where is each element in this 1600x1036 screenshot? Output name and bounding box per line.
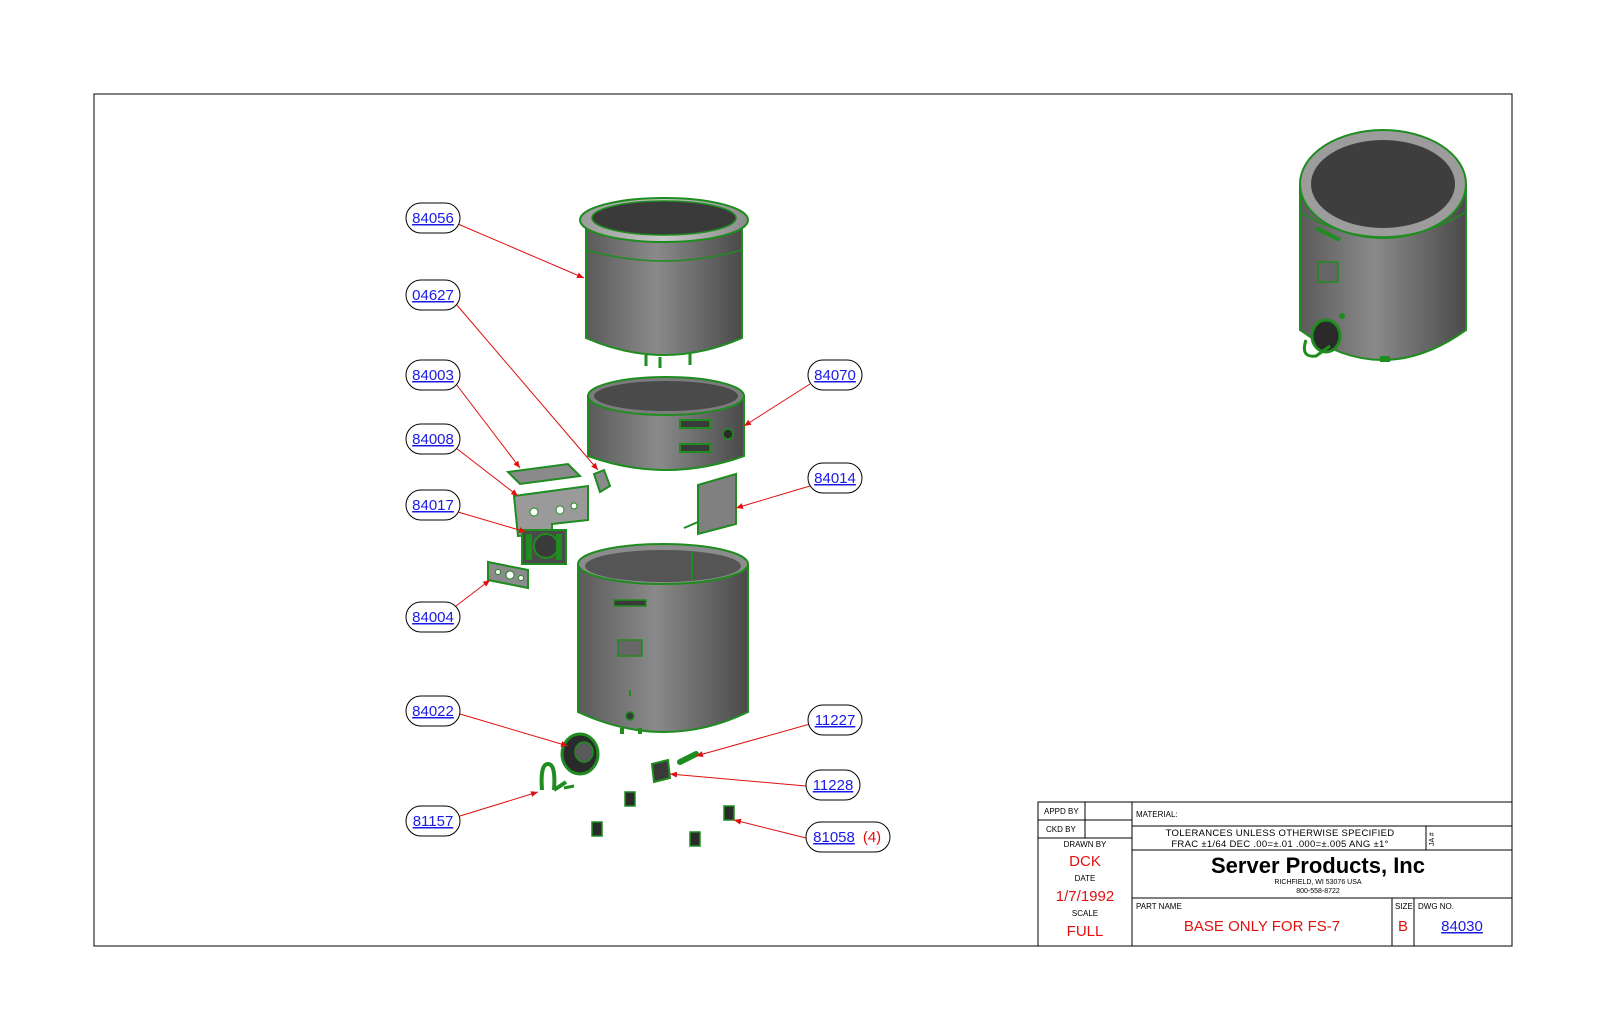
tolerances-line2: FRAC ±1/64 DEC .00=±.01 .000=±.005 ANG ±… <box>1171 839 1388 850</box>
callout-04627: 04627 <box>405 279 599 471</box>
date-label: DATE <box>1075 874 1096 883</box>
callout-11227: 11227 <box>695 704 863 757</box>
dwg-no-value: 84030 <box>1441 918 1483 935</box>
title-block: APPD BY CKD BY DRAWN BY DCK DATE 1/7/199… <box>1037 801 1513 947</box>
callout-label: 84022 <box>412 703 454 720</box>
callout-84017: 84017 <box>405 489 527 533</box>
callout-label: 81058 <box>813 829 855 846</box>
callout-label: 84008 <box>412 431 454 448</box>
callout-label: 11228 <box>813 777 854 794</box>
part-clip <box>592 468 612 494</box>
callout-label: 81157 <box>413 813 454 830</box>
drawn-by-label: DRAWN BY <box>1064 840 1107 849</box>
callout-label: 84017 <box>412 497 454 514</box>
ckd-by-label: CKD BY <box>1046 825 1076 834</box>
callout-qty: (4) <box>863 829 881 846</box>
callout-84056: 84056 <box>405 202 585 279</box>
appd-by-label: APPD BY <box>1044 807 1079 816</box>
company-address: RICHFIELD, WI 53076 USA <box>1274 879 1361 886</box>
size-value: B <box>1398 918 1408 935</box>
callout-84003: 84003 <box>405 359 521 469</box>
callout-84022: 84022 <box>405 695 569 747</box>
assembled-view <box>1299 129 1467 362</box>
callout-label: 84014 <box>814 470 856 487</box>
part-bracket-plate <box>505 462 583 486</box>
company-phone: 800-558-8722 <box>1296 888 1340 895</box>
callout-label: 84004 <box>412 609 454 626</box>
part-control-knob <box>560 732 600 776</box>
part-handle <box>539 761 575 792</box>
part-heater-band <box>587 376 745 471</box>
rev-label: JA # <box>1429 832 1436 846</box>
part-shield-plate <box>683 472 737 536</box>
size-label: SIZE <box>1395 902 1413 911</box>
callout-label: 84070 <box>814 367 856 384</box>
callout-84008: 84008 <box>405 423 519 497</box>
callout-label: 84056 <box>412 210 454 227</box>
callout-11228: 11228 <box>669 769 861 801</box>
callout-label: 11227 <box>815 712 856 729</box>
dwg-no-label: DWG NO. <box>1418 902 1454 911</box>
material-label: MATERIAL: <box>1136 810 1178 819</box>
date-value: 1/7/1992 <box>1056 888 1114 905</box>
part-switch <box>650 758 672 784</box>
callout-84070: 84070 <box>743 359 863 427</box>
company-name: Server Products, Inc <box>1211 853 1425 878</box>
part-thermostat <box>521 529 567 565</box>
part-name-value: BASE ONLY FOR FS-7 <box>1184 918 1340 935</box>
callout-label: 84003 <box>412 367 454 384</box>
callout-81157: 81157 <box>405 791 539 837</box>
part-inset-pot <box>579 197 749 368</box>
callout-84004: 84004 <box>405 579 491 633</box>
callout-label: 04627 <box>412 287 454 304</box>
callout-84014: 84014 <box>735 462 863 509</box>
drawing-border <box>93 93 1513 947</box>
drawn-by-value: DCK <box>1069 853 1101 870</box>
part-base-housing <box>577 543 749 734</box>
part-feet <box>591 791 735 847</box>
part-lamp <box>677 751 699 765</box>
scale-label: SCALE <box>1072 909 1098 918</box>
part-cover-plate <box>487 560 529 590</box>
part-name-label: PART NAME <box>1136 902 1182 911</box>
part-mounting-bracket <box>512 484 589 538</box>
callout-81058: 81058 (4) <box>733 818 891 853</box>
scale-value: FULL <box>1067 923 1104 940</box>
tolerances-line1: TOLERANCES UNLESS OTHERWISE SPECIFIED <box>1166 828 1395 839</box>
